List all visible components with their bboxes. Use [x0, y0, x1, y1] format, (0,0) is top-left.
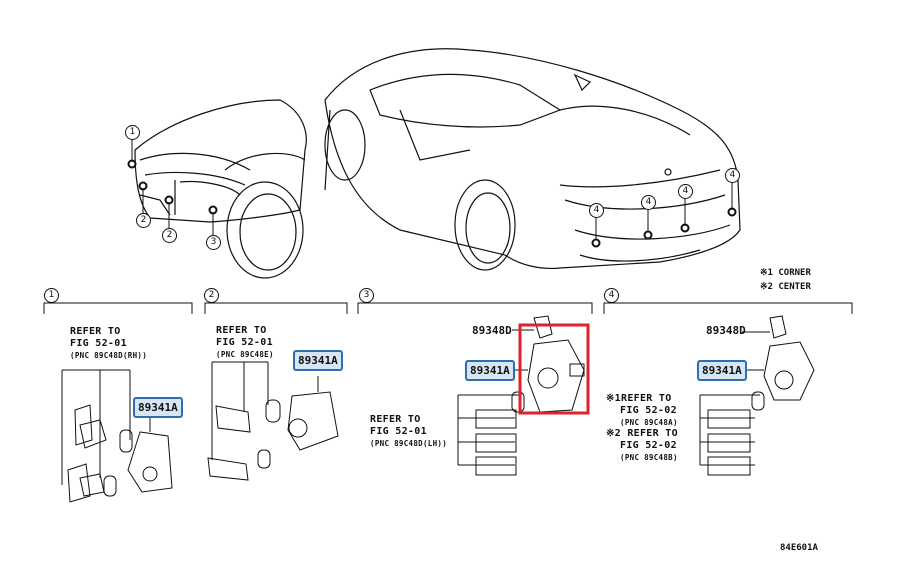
panel4-refer-a2: FIG 52-02 [620, 405, 677, 416]
callout-4: 4 [641, 195, 656, 210]
callout-2: 2 [136, 213, 151, 228]
panel4-part-top[interactable]: 89348D [706, 324, 746, 337]
section-3-number: 3 [359, 288, 374, 303]
rear-car-illustration [324, 48, 741, 271]
diagram-code: 84E601A [780, 543, 818, 553]
callout-leaders [131, 138, 733, 240]
callout-4: 4 [678, 184, 693, 199]
panel1-parts [61, 369, 173, 503]
panel1-refer-3: (PNC 89C48D(RH)) [70, 351, 148, 360]
panel1-part-number[interactable]: 89341A [133, 397, 183, 418]
panel4-part-number[interactable]: 89341A [697, 360, 747, 381]
callout-2: 2 [162, 228, 177, 243]
panel3-part-number[interactable]: 89341A [465, 360, 515, 381]
panel1-refer-2: FIG 52-01 [70, 338, 127, 349]
panel3-refer-3: (PNC 89C48D(LH)) [370, 439, 448, 448]
section-brackets [43, 302, 853, 314]
panel3-part-top[interactable]: 89348D [472, 324, 512, 337]
panel4-refer-a1: ※1REFER TO [606, 393, 672, 404]
panel4-refer-b2: FIG 52-02 [620, 440, 677, 451]
callout-4: 4 [589, 203, 604, 218]
panel4-refer-b1: ※2 REFER TO [606, 428, 678, 439]
legend-corner: ※1 CORNER [760, 268, 811, 278]
highlight-box [518, 323, 590, 415]
callout-4: 4 [725, 168, 740, 183]
panel4-parts [699, 315, 815, 476]
callout-1: 1 [125, 125, 140, 140]
panel2-refer-3: (PNC 89C48E) [216, 350, 274, 359]
front-car-illustration [134, 99, 307, 279]
panel2-refer-1: REFER TO [216, 325, 267, 336]
legend-center: ※2 CENTER [760, 282, 811, 292]
panel2-refer-2: FIG 52-01 [216, 337, 273, 348]
sensor-dots [127, 159, 737, 248]
panel3-refer-2: FIG 52-01 [370, 426, 427, 437]
panel4-refer-b3: (PNC 89C48B) [620, 453, 678, 462]
section-2-number: 2 [204, 288, 219, 303]
panel2-parts [207, 361, 339, 481]
callout-3: 3 [206, 235, 221, 250]
panel4-refer-a3: (PNC 89C48A) [620, 418, 678, 427]
panel3-refer-1: REFER TO [370, 414, 421, 425]
panel2-part-number[interactable]: 89341A [293, 350, 343, 371]
section-4-number: 4 [604, 288, 619, 303]
panel1-refer-1: REFER TO [70, 326, 121, 337]
section-1-number: 1 [44, 288, 59, 303]
panel3-parts [457, 315, 585, 476]
